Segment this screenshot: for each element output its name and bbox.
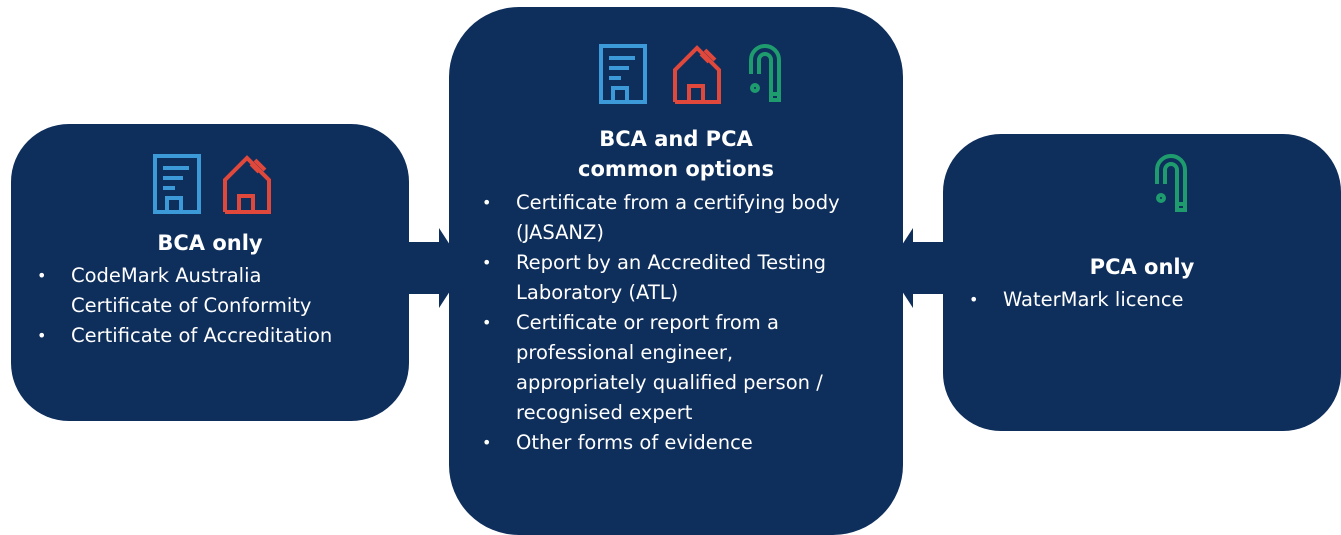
bca-and-pca-title: BCA and PCA common options <box>578 127 774 181</box>
bca-only-icons <box>153 154 275 216</box>
house-icon <box>221 154 275 216</box>
pca-only-title: PCA only <box>1089 255 1195 279</box>
plumbing-pipe-icon <box>1151 154 1195 216</box>
list-item: Certificate of Accreditation <box>37 321 332 351</box>
list-item: CodeMark Australia Certificate of Confor… <box>37 261 332 321</box>
list-item: Certificate or report from a professiona… <box>482 308 840 428</box>
building-document-icon <box>599 44 651 106</box>
pca-only-list: WaterMark licence <box>969 285 1184 315</box>
pca-only-icons <box>1151 154 1195 216</box>
bca-only-title: BCA only <box>157 231 263 255</box>
building-document-icon <box>153 154 205 216</box>
list-item: Other forms of evidence <box>482 428 840 458</box>
bca-only-list: CodeMark Australia Certificate of Confor… <box>37 261 332 351</box>
common-icons <box>599 44 789 106</box>
list-item: WaterMark licence <box>969 285 1184 315</box>
pca-only-box: PCA only WaterMark licence <box>943 134 1341 431</box>
bca-and-pca-box: BCA and PCA common options Certificate f… <box>449 7 903 535</box>
house-icon <box>671 44 725 106</box>
common-options-list: Certificate from a certifying body (JASA… <box>482 188 840 458</box>
list-item: Report by an Accredited Testing Laborato… <box>482 248 840 308</box>
list-item: Certificate from a certifying body (JASA… <box>482 188 840 248</box>
plumbing-pipe-icon <box>745 44 789 106</box>
bca-only-box: BCA only CodeMark Australia Certificate … <box>11 124 409 421</box>
